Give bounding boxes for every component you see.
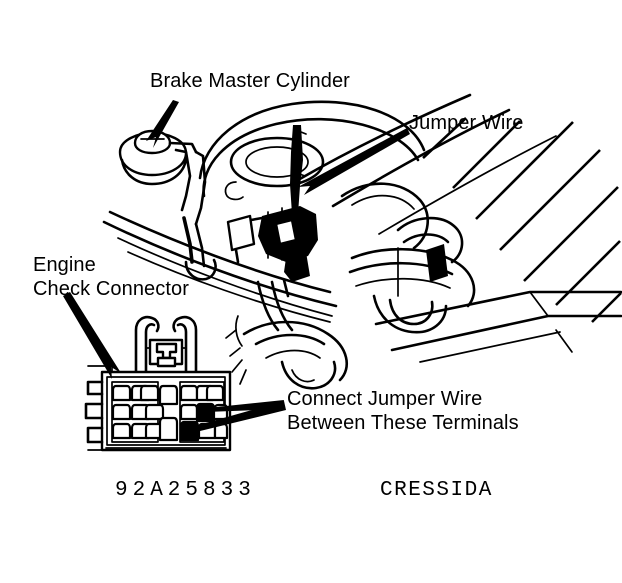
leader-arrow-brake-master-cylinder [146, 100, 179, 148]
fender-panel-edge [374, 290, 622, 363]
engine-assembly-outline [198, 100, 429, 250]
connector-terminal-group-right [179, 381, 229, 443]
label-engine-check-connector-line2: Check Connector [33, 277, 190, 300]
fender-sweep-lines [102, 210, 338, 323]
hood-hatching [422, 117, 622, 323]
connector-terminal-group-left [111, 381, 165, 443]
right-engine-components [348, 216, 476, 334]
label-connect-jumper-wire-line1: Connect Jumper Wire [287, 388, 483, 410]
lower-hose-lines [225, 280, 349, 390]
leader-arrow-jumper-wire [298, 128, 410, 195]
leader-arrow-terminal-lower [195, 401, 286, 432]
label-connect-jumper-wire-line2: Between These Terminals [287, 411, 519, 434]
highlighted-terminal-upper [195, 402, 216, 423]
model-name: CRESSIDA [380, 479, 493, 502]
leader-arrows-connect-terminals [195, 400, 286, 432]
label-engine-check-connector-line1: Engine [33, 254, 96, 276]
leader-arrow-engine-check-connector [63, 292, 121, 379]
label-jumper-wire: Jumper Wire [409, 112, 524, 134]
cowl-panel-lines [296, 93, 557, 235]
label-brake-master-cylinder: Brake Master Cylinder [150, 70, 350, 92]
connector-terminal-group-center [158, 384, 179, 442]
highlighted-terminal-lower [179, 420, 200, 442]
engine-check-connector-part [84, 315, 232, 452]
part-number: 92A25833 [115, 479, 256, 502]
center-component-assembly [226, 125, 318, 298]
brake-master-cylinder-part [118, 129, 217, 281]
connector-latch-clips [134, 315, 198, 374]
